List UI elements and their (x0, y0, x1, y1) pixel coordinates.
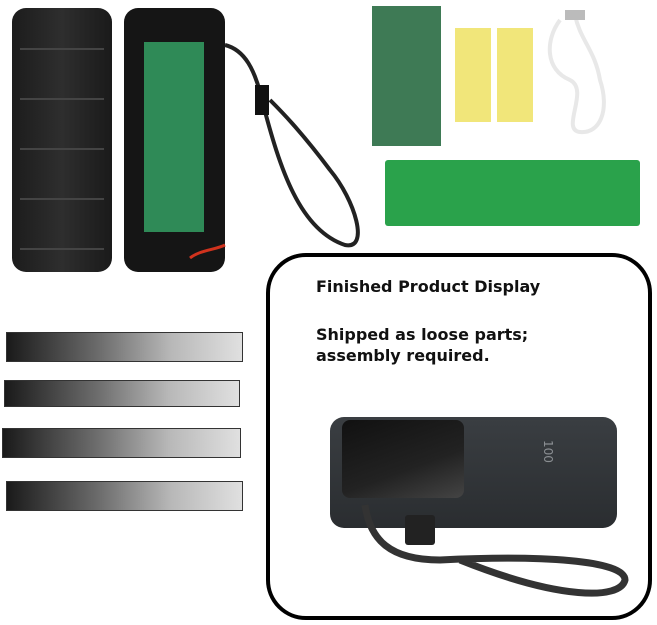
adhesive-pad (497, 28, 533, 122)
nickel-strip (2, 428, 241, 458)
case-lid (12, 8, 112, 272)
panel-title: Finished Product Display (316, 277, 541, 296)
power-bank-screen (342, 420, 464, 498)
note-line-2: assembly required. (316, 346, 490, 365)
nickel-strip (4, 380, 240, 407)
finished-product-panel (266, 253, 652, 620)
nickel-strip (6, 481, 243, 511)
circuit-board (385, 160, 640, 226)
adhesive-pad (455, 28, 491, 122)
insulation-paper (372, 6, 441, 146)
nickel-strip (6, 332, 243, 362)
case-body (124, 8, 225, 272)
note-line-1: Shipped as loose parts; (316, 325, 529, 344)
